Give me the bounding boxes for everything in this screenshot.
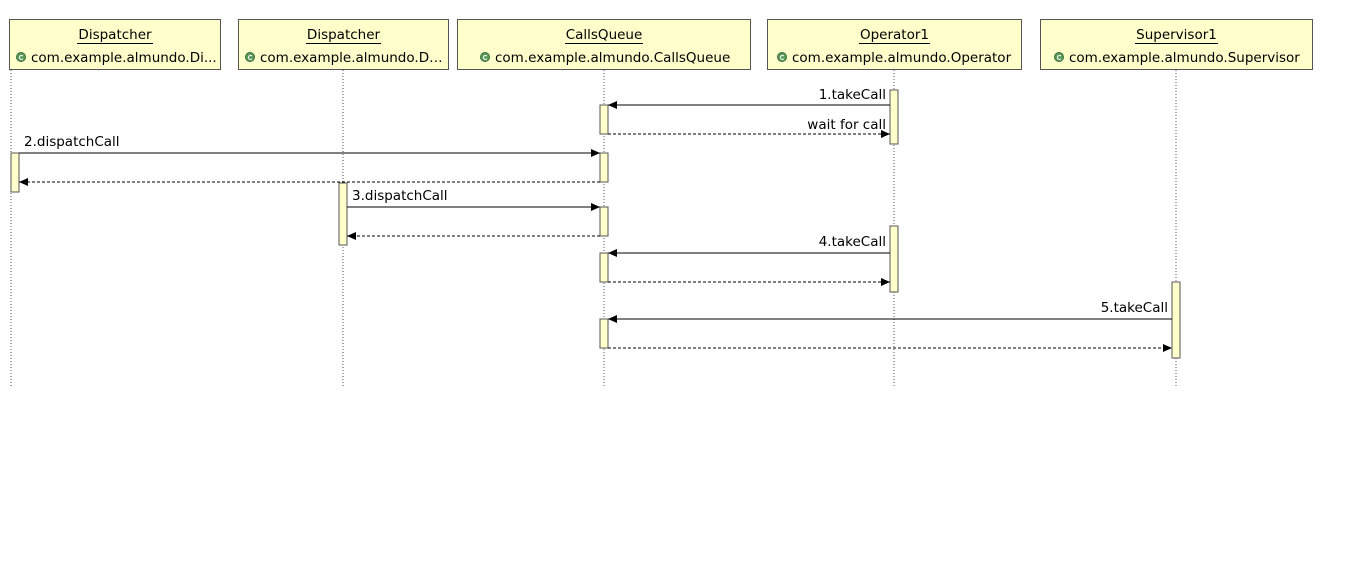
activation-callsqueue-5 bbox=[599, 318, 609, 349]
participant-dispatcher-1[interactable]: Dispatcher class-iconcom.example.almundo… bbox=[9, 19, 221, 70]
message-label-7: 4.takeCall bbox=[819, 234, 886, 250]
class-icon bbox=[1054, 51, 1064, 62]
participant-name: Dispatcher bbox=[305, 27, 382, 44]
participant-operator1[interactable]: Operator1 class-iconcom.example.almundo.… bbox=[767, 19, 1022, 70]
activation-dispatcher-2 bbox=[338, 182, 348, 246]
activation-operator1-1 bbox=[889, 89, 899, 145]
participant-name: Dispatcher bbox=[77, 27, 153, 44]
activation-operator1-2 bbox=[889, 225, 899, 293]
activation-supervisor1 bbox=[1171, 281, 1181, 359]
message-label-3: 2.dispatchCall bbox=[24, 134, 120, 150]
message-label-2: wait for call bbox=[807, 117, 886, 133]
participant-dispatcher-2[interactable]: Dispatcher class-iconcom.example.almundo… bbox=[238, 19, 449, 70]
class-icon bbox=[777, 51, 787, 62]
class-icon bbox=[16, 51, 26, 62]
message-label-1: 1.takeCall bbox=[819, 87, 886, 103]
activation-callsqueue-1 bbox=[599, 104, 609, 135]
message-label-9: 5.takeCall bbox=[1101, 300, 1168, 316]
class-icon bbox=[480, 51, 490, 62]
participant-name: Operator1 bbox=[858, 27, 931, 44]
activation-callsqueue-4 bbox=[599, 252, 609, 283]
class-icon bbox=[245, 51, 255, 62]
activation-callsqueue-3 bbox=[599, 206, 609, 237]
activation-dispatcher-1 bbox=[10, 152, 20, 193]
message-label-5: 3.dispatchCall bbox=[352, 188, 448, 204]
participant-name: CallsQueue bbox=[564, 27, 644, 44]
participant-supervisor1[interactable]: Supervisor1 class-iconcom.example.almund… bbox=[1040, 19, 1313, 70]
participant-callsqueue[interactable]: CallsQueue class-iconcom.example.almundo… bbox=[457, 19, 751, 70]
participant-name: Supervisor1 bbox=[1135, 27, 1218, 44]
activation-callsqueue-2 bbox=[599, 152, 609, 183]
